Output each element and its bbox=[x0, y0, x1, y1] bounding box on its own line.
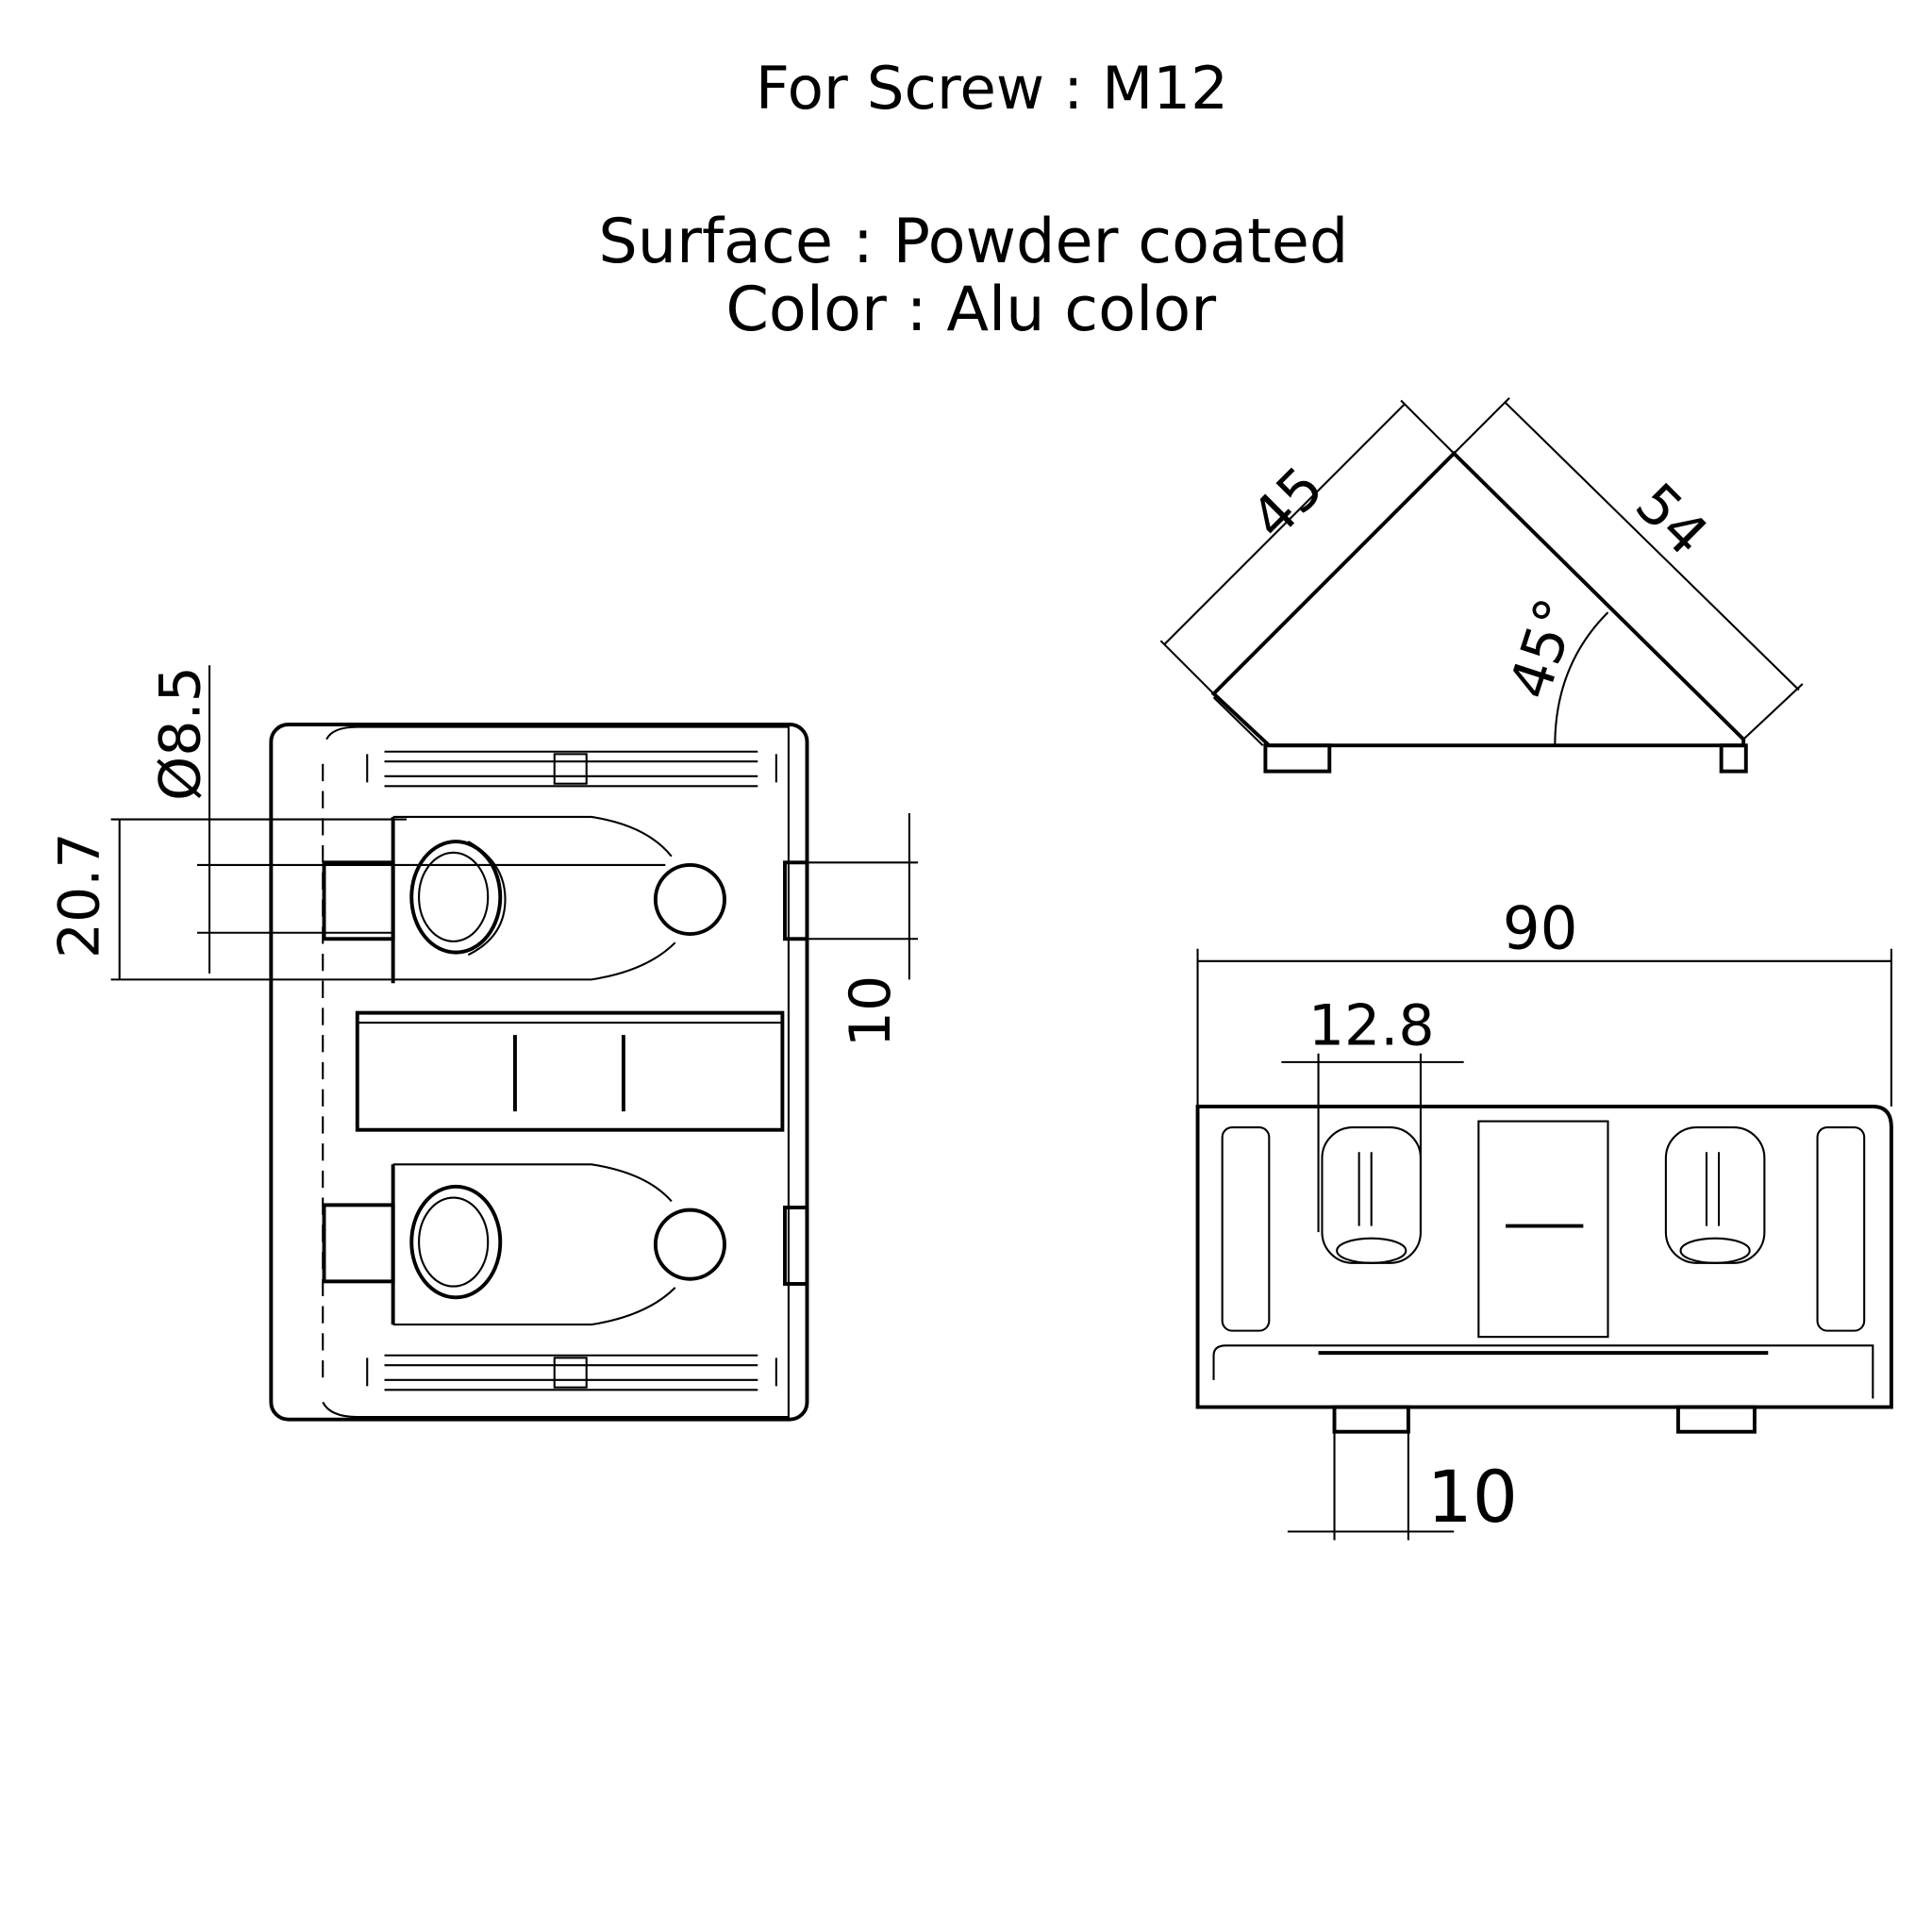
dim-side-a: 45 bbox=[1239, 455, 1337, 553]
top-view: 45 54 45° bbox=[1159, 397, 1804, 774]
dim-hole-spacing: 20.7 bbox=[46, 832, 112, 958]
front-view: Ø8.5 20.7 10 bbox=[46, 665, 919, 1422]
dim-angle: 45° bbox=[1497, 591, 1591, 707]
dim-width: 90 bbox=[1503, 894, 1578, 963]
dim-side-b: 54 bbox=[1623, 471, 1721, 569]
screw-spec: For Screw : M12 bbox=[756, 54, 1228, 123]
side-view: 90 12.8 10 bbox=[1195, 894, 1893, 1541]
color-spec: Color : Alu color bbox=[725, 274, 1216, 345]
dim-slot: 12.8 bbox=[1308, 993, 1435, 1059]
dim-tab-width: 10 bbox=[838, 975, 904, 1047]
surface-spec: Surface : Powder coated bbox=[598, 206, 1348, 277]
dim-hole-diameter: Ø8.5 bbox=[148, 666, 214, 801]
dim-foot: 10 bbox=[1427, 1456, 1518, 1539]
